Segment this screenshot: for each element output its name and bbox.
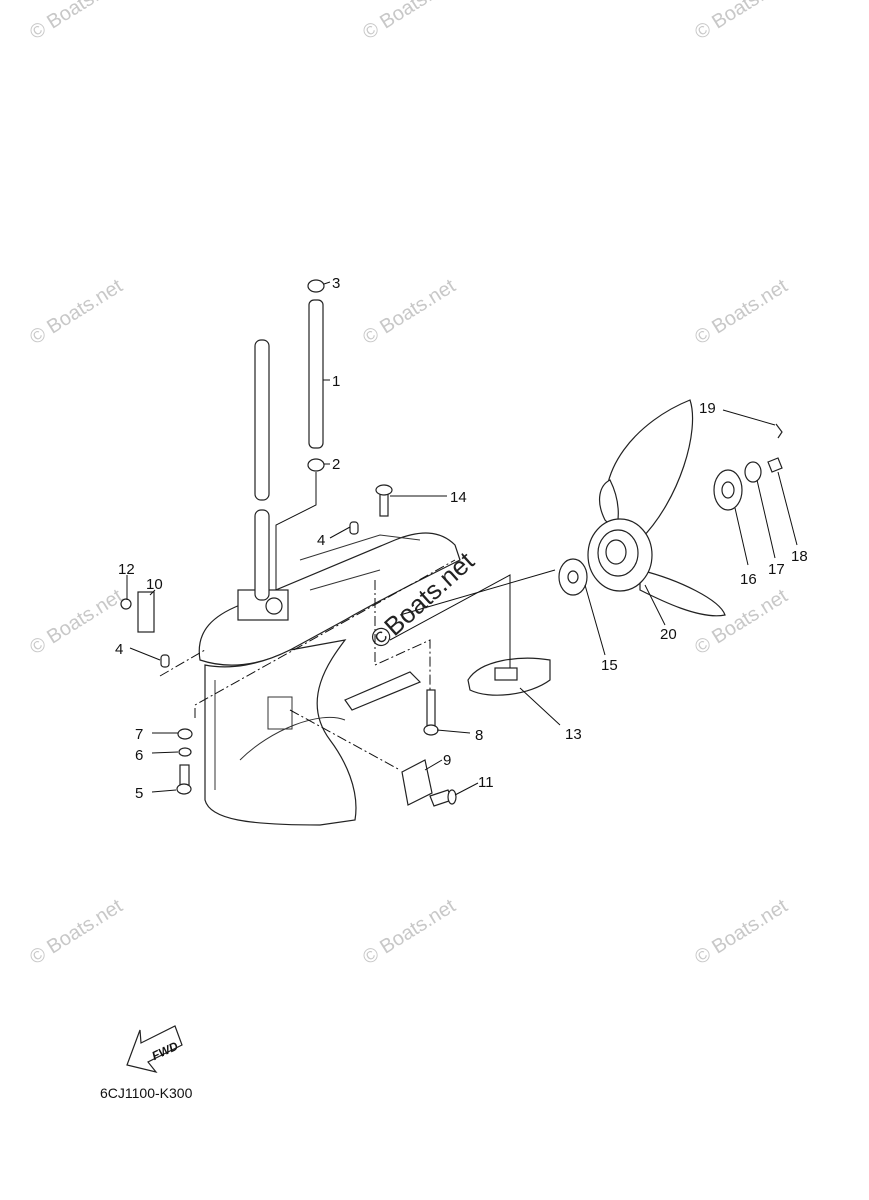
- callout-18: 18: [791, 548, 808, 565]
- callout-4: 4: [115, 641, 123, 658]
- callout-8: 8: [475, 727, 483, 744]
- callout-17: 17: [768, 561, 785, 578]
- shaft-parts: [307, 279, 325, 472]
- callout-3: 3: [332, 275, 340, 292]
- callout-11: 11: [478, 774, 494, 791]
- callout-16: 16: [740, 571, 757, 588]
- watermark: © Boats.net: [359, 895, 460, 969]
- callout-1: 1: [332, 373, 340, 390]
- callout-14: 14: [450, 489, 467, 506]
- callouts: 3 1 2 14 4 12 10 4 7 6 5 8 9 11 13 15 16…: [115, 275, 808, 802]
- callout-4: 4: [317, 532, 325, 549]
- callout-12: 12: [118, 561, 135, 578]
- watermark: © Boats.net: [691, 275, 792, 349]
- fwd-arrow-icon: FWD: [126, 1025, 183, 1073]
- callout-6: 6: [135, 747, 143, 764]
- hardware: [120, 423, 783, 807]
- watermark: © Boats.net: [691, 895, 792, 969]
- watermark: © Boats.net: [359, 0, 460, 44]
- watermark: © Boats.net: [26, 895, 127, 969]
- callout-20: 20: [660, 626, 677, 643]
- watermark: © Boats.net: [691, 0, 792, 44]
- callout-15: 15: [601, 657, 618, 674]
- propeller: [587, 399, 726, 617]
- callout-10: 10: [146, 576, 163, 593]
- watermark: © Boats.net: [359, 275, 460, 349]
- callout-9: 9: [443, 752, 451, 769]
- callout-7: 7: [135, 726, 143, 743]
- callout-2: 2: [332, 456, 340, 473]
- lower-casing: [198, 339, 461, 826]
- callout-5: 5: [135, 785, 143, 802]
- part-code: 6CJ1100-K300: [100, 1085, 193, 1101]
- watermark: © Boats.net: [26, 0, 127, 44]
- callout-13: 13: [565, 726, 582, 743]
- watermark: © Boats.net: [26, 585, 127, 659]
- leader-lines: [126, 281, 798, 796]
- watermark: © Boats.net: [26, 275, 127, 349]
- callout-19: 19: [699, 400, 716, 417]
